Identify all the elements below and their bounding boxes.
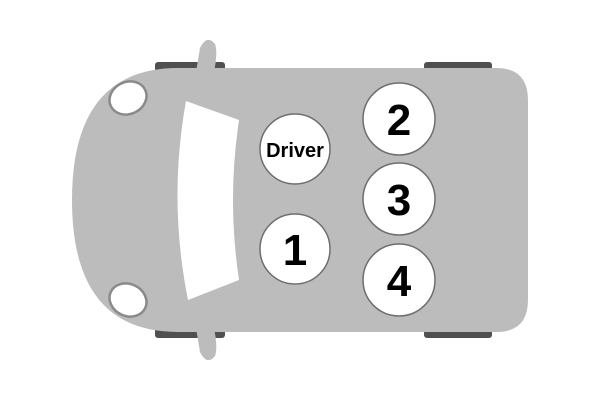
seat-driver-circle xyxy=(259,113,331,185)
seat-3-circle xyxy=(362,162,436,236)
seat-3-label: 3 xyxy=(387,176,411,225)
seat-2-label: 2 xyxy=(387,96,411,145)
windshield xyxy=(177,101,239,300)
seat-2: 2 xyxy=(362,82,436,156)
seat-driver: Driver xyxy=(259,113,331,185)
headlight-top xyxy=(108,80,148,116)
seat-4: 4 xyxy=(362,243,436,317)
seat-4-circle xyxy=(362,243,436,317)
seat-1-circle xyxy=(259,213,331,285)
seat-3: 3 xyxy=(362,162,436,236)
side-mirror-top xyxy=(196,39,217,72)
seat-driver-label: Driver xyxy=(266,140,324,162)
side-mirror-bottom xyxy=(196,328,217,361)
seat-2-circle xyxy=(362,82,436,156)
seat-1: 1 xyxy=(259,213,331,285)
seat-1-label: 1 xyxy=(283,226,307,275)
headlight-bottom xyxy=(108,282,148,318)
seat-4-label: 4 xyxy=(387,257,412,306)
